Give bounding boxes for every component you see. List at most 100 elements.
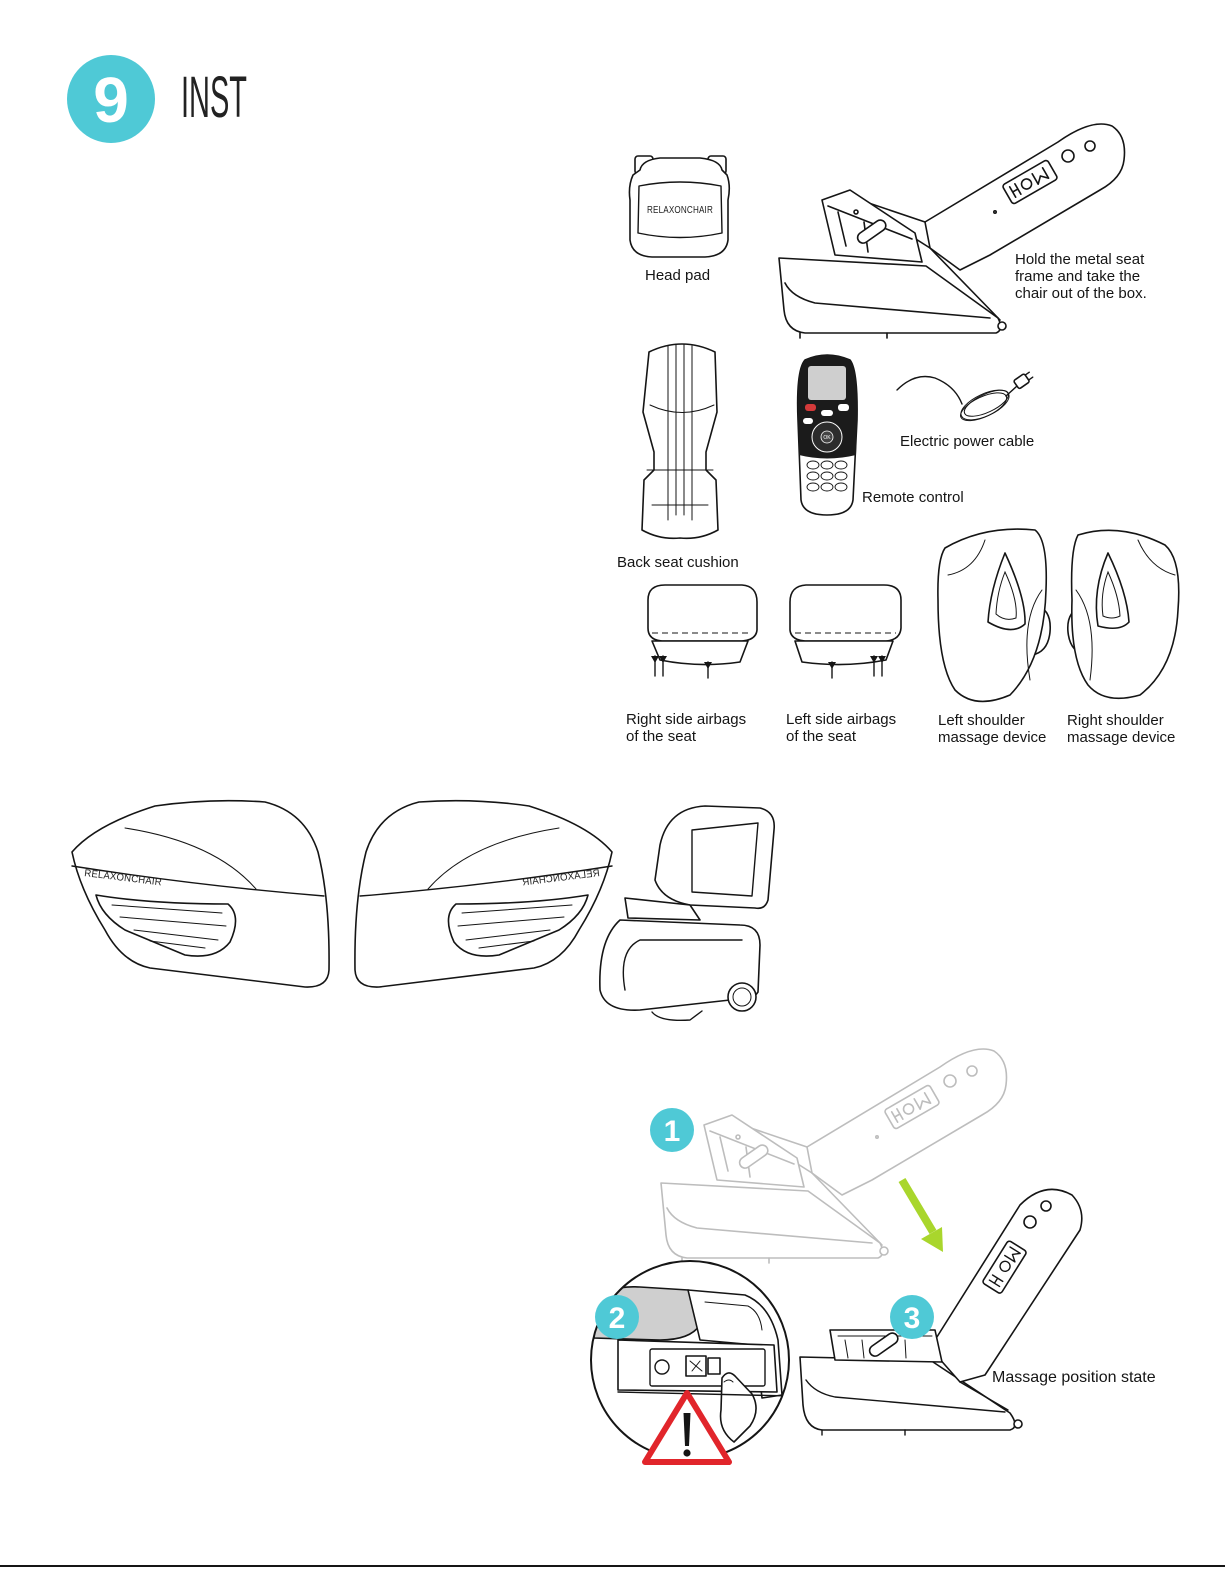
chair-frame-note-line-3: chair out of the box. bbox=[1015, 285, 1147, 302]
remote-ok-label: OK bbox=[823, 435, 831, 441]
step-3-number: 3 bbox=[904, 1302, 921, 1335]
remote-keypad bbox=[806, 460, 848, 492]
right-shoulder-panel-lines bbox=[1075, 539, 1176, 681]
step-2-number: 2 bbox=[609, 1302, 626, 1335]
power-cable: Electric power cable bbox=[896, 371, 1034, 450]
left-armrest-shell bbox=[71, 799, 330, 988]
head-pad-front bbox=[637, 181, 723, 239]
step-number: 9 bbox=[93, 64, 129, 136]
step-3-badge bbox=[890, 1295, 934, 1339]
left-shoulder-panel-lines bbox=[947, 539, 1043, 681]
right-shoulder-pad bbox=[1095, 552, 1130, 630]
chair-side-view bbox=[599, 805, 776, 1022]
direction-arrow-head bbox=[921, 1227, 943, 1252]
zoom-panel-hole bbox=[654, 1359, 670, 1375]
right-armrest-contour bbox=[427, 827, 560, 890]
power-cable-coil bbox=[960, 389, 1010, 422]
back-cushion-body bbox=[641, 343, 719, 540]
left-shoulder-label-2: massage device bbox=[938, 729, 1046, 746]
right-armrest-grille bbox=[447, 894, 589, 957]
step-badge: 9 bbox=[67, 55, 155, 143]
left-airbag-label-1: Left side airbags bbox=[786, 711, 896, 728]
warning-exclamation-bar bbox=[683, 1413, 691, 1446]
chair-side-neck bbox=[624, 897, 701, 921]
right-airbag-pin-tips bbox=[651, 656, 712, 669]
right-shoulder-device: Right shoulder massage device bbox=[1066, 529, 1180, 746]
right-airbag-cushion bbox=[647, 584, 758, 642]
assembly-step-3: 3 Massage position state bbox=[799, 1188, 1156, 1436]
power-plug bbox=[1013, 371, 1034, 390]
right-airbag-label-1: Right side airbags bbox=[626, 711, 746, 728]
back-seat-cushion: Back seat cushion bbox=[617, 343, 739, 571]
right-seat-airbag: Right side airbags of the seat bbox=[626, 584, 758, 745]
left-airbag-label-2: of the seat bbox=[786, 728, 857, 745]
remote-back-key bbox=[803, 418, 813, 424]
chair-frame-illustration: Hold the metal seat frame and take the c… bbox=[778, 123, 1147, 339]
chair-side-foot bbox=[651, 1010, 703, 1022]
left-shoulder-device: Left shoulder massage device bbox=[937, 528, 1052, 746]
right-armrest-shell bbox=[354, 799, 613, 988]
upright-chair-roller bbox=[868, 1332, 899, 1357]
left-airbag-cushion bbox=[789, 584, 902, 642]
remote-control-label: Remote control bbox=[862, 489, 964, 506]
back-cushion-label: Back seat cushion bbox=[617, 554, 739, 571]
step-badge-circle bbox=[67, 55, 155, 143]
assembly-caption: Massage position state bbox=[992, 1369, 1156, 1386]
chair-side-headrest bbox=[654, 805, 776, 910]
chair-before-drawing bbox=[660, 1048, 1008, 1264]
upright-chair-logo bbox=[982, 1240, 1027, 1294]
step-1-badge bbox=[650, 1108, 694, 1152]
power-cable-plug-lead bbox=[1005, 385, 1018, 397]
chair-side-wheel bbox=[727, 982, 757, 1012]
step-1-number: 1 bbox=[664, 1115, 681, 1148]
left-armrest: RELAXONCHAIR bbox=[71, 799, 330, 988]
warning-exclamation-dot bbox=[683, 1449, 691, 1457]
remote-menu-key bbox=[821, 410, 833, 416]
remote-screen bbox=[808, 366, 846, 400]
chair-side-body bbox=[599, 919, 761, 1011]
remote-control: OK Remote control bbox=[796, 354, 964, 516]
warning-icon bbox=[642, 1390, 732, 1465]
left-armrest-divider bbox=[71, 865, 325, 897]
right-armrest-grille-slats bbox=[457, 904, 573, 949]
right-airbag-panel bbox=[651, 640, 749, 666]
upright-chair-back-edge bbox=[959, 1381, 1009, 1411]
left-armrest-grille bbox=[95, 894, 237, 957]
left-airbag-pin-tips bbox=[828, 656, 886, 669]
power-switch-symbol bbox=[689, 1360, 703, 1372]
zoom-panel-inset bbox=[649, 1348, 766, 1387]
power-switch-rocker bbox=[707, 1357, 721, 1375]
power-cable-label: Electric power cable bbox=[900, 433, 1034, 450]
upright-chair-base-line bbox=[805, 1379, 1006, 1413]
remote-pause-key bbox=[838, 404, 849, 411]
direction-arrow bbox=[898, 1177, 943, 1252]
chair-side-wheel-hub bbox=[732, 987, 752, 1007]
zoom-base-line bbox=[617, 1391, 789, 1397]
remote-ok-button bbox=[820, 430, 834, 444]
head-pad: RELAXONCHAIR Head pad bbox=[628, 155, 731, 284]
back-cushion-seams bbox=[646, 343, 715, 521]
pointing-finger-nail bbox=[723, 1379, 734, 1383]
right-shoulder-label-1: Right shoulder bbox=[1067, 712, 1164, 729]
left-airbag-panel bbox=[794, 640, 894, 666]
chair-side-body-contour bbox=[622, 939, 743, 991]
right-shoulder-pad-inner bbox=[1101, 570, 1121, 619]
upright-chair-base bbox=[799, 1356, 1016, 1431]
left-shoulder-label-1: Left shoulder bbox=[938, 712, 1025, 729]
step-2-badge bbox=[595, 1295, 639, 1339]
chair-frame-drawing bbox=[778, 123, 1126, 339]
right-armrest-divider bbox=[359, 865, 613, 897]
left-shoulder-pad-inner bbox=[995, 570, 1017, 620]
page-title: INST bbox=[181, 65, 247, 130]
zoom-shell-contour bbox=[704, 1301, 763, 1331]
upright-chair-button-1 bbox=[1023, 1215, 1037, 1229]
pointing-finger bbox=[719, 1372, 757, 1443]
power-cable-lead bbox=[896, 375, 963, 405]
right-shoulder-label-2: massage device bbox=[1067, 729, 1175, 746]
left-seat-airbag: Left side airbags of the seat bbox=[786, 584, 902, 745]
assembly-step-1: 1 bbox=[650, 1048, 1008, 1264]
head-pad-label: Head pad bbox=[645, 267, 710, 284]
head-pad-brand: RELAXONCHAIR bbox=[647, 205, 713, 216]
right-armrest: RELAXONCHAIR bbox=[354, 799, 613, 988]
